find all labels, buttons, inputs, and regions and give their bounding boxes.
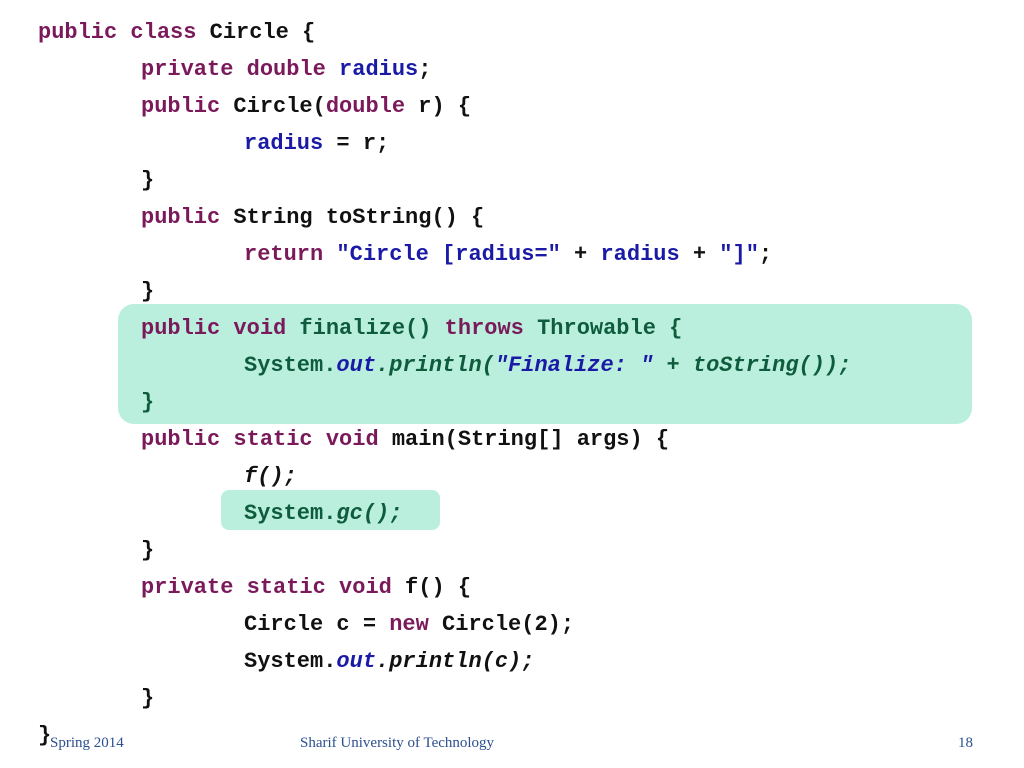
code-token: "Circle [radius=" <box>336 242 561 267</box>
code-token: System. <box>244 353 337 378</box>
code-token: gc(); <box>336 501 403 526</box>
code-token: Circle { <box>196 20 316 45</box>
code-token: void <box>233 316 287 341</box>
code-token: r) { <box>405 94 472 119</box>
code-token <box>233 575 246 600</box>
code-token: "Finalize: " <box>494 353 654 378</box>
code-token: void <box>325 427 379 452</box>
code-token <box>326 57 339 82</box>
code-token: + <box>560 242 601 267</box>
code-line: public void finalize() throws Throwable … <box>141 310 682 347</box>
code-token <box>233 57 246 82</box>
code-token: static <box>246 575 326 600</box>
code-token: Throwable { <box>523 316 683 341</box>
code-token: ; <box>418 57 432 82</box>
finalize-highlight <box>118 304 972 424</box>
code-line: } <box>141 532 154 569</box>
code-line: public String toString() { <box>141 199 484 236</box>
footer-organization: Sharif University of Technology <box>300 735 495 751</box>
code-token: } <box>38 723 52 748</box>
code-token: return <box>244 242 324 267</box>
code-line: return "Circle [radius=" + radius + "]"; <box>244 236 772 273</box>
footer-page-number: 18 <box>958 735 973 751</box>
code-line: public class Circle { <box>38 14 315 51</box>
code-line: radius = r; <box>244 125 389 162</box>
code-token: public <box>38 20 118 45</box>
code-token: public <box>141 94 221 119</box>
code-line: } <box>141 384 154 421</box>
code-token: .println(c); <box>376 649 535 674</box>
code-line: private double radius; <box>141 51 431 88</box>
code-line: public static void main(String[] args) { <box>141 421 669 458</box>
code-token <box>313 427 326 452</box>
code-token: private <box>141 57 234 82</box>
code-token <box>220 316 233 341</box>
code-token: .println( <box>376 353 495 378</box>
code-token: f(); <box>244 464 297 489</box>
code-line: } <box>141 680 154 717</box>
code-block: public class Circle {private double radi… <box>38 14 851 748</box>
code-token: public <box>141 316 221 341</box>
code-token: + toString()); <box>653 353 852 378</box>
code-token: new <box>389 612 429 637</box>
gc-highlight <box>221 490 440 530</box>
code-token: throws <box>444 316 524 341</box>
code-token: radius <box>600 242 680 267</box>
code-token: = r; <box>323 131 390 156</box>
code-token <box>323 242 336 267</box>
code-token: out <box>336 353 377 378</box>
code-token: } <box>141 686 155 711</box>
code-line: private static void f() { <box>141 569 471 606</box>
code-token: main(String[] args) { <box>378 427 670 452</box>
code-line: } <box>38 717 51 754</box>
code-token: private <box>141 575 234 600</box>
code-token: } <box>141 538 155 563</box>
code-line: Circle c = new Circle(2); <box>244 606 574 643</box>
code-line: public Circle(double r) { <box>141 88 471 125</box>
code-line: System.out.println("Finalize: " + toStri… <box>244 347 851 384</box>
code-token: double <box>325 94 406 119</box>
code-token: public <box>141 427 221 452</box>
code-token: static <box>233 427 313 452</box>
code-token: double <box>246 57 326 82</box>
code-token <box>326 575 339 600</box>
code-token <box>117 20 130 45</box>
code-token: void <box>339 575 392 600</box>
code-token: + <box>679 242 720 267</box>
code-line: System.gc(); <box>244 495 402 532</box>
code-token: } <box>141 168 155 193</box>
code-token: finalize() <box>286 316 445 341</box>
footer-date: Spring 2014 <box>50 735 124 751</box>
code-token: String toString() { <box>220 205 485 230</box>
code-token <box>220 427 233 452</box>
code-token: Circle c = <box>244 612 390 637</box>
code-token: System. <box>244 501 337 526</box>
code-line: } <box>141 162 154 199</box>
code-token: Circle( <box>220 94 326 119</box>
code-token: "]" <box>719 242 759 267</box>
code-token: } <box>141 279 155 304</box>
code-token: radius <box>339 57 419 82</box>
code-line: } <box>141 273 154 310</box>
code-line: f(); <box>244 458 297 495</box>
code-token: public <box>141 205 221 230</box>
code-token: Circle(2); <box>428 612 575 637</box>
code-token: } <box>141 390 155 415</box>
code-line: System.out.println(c); <box>244 643 534 680</box>
code-token: f() { <box>391 575 472 600</box>
code-token: radius <box>244 131 324 156</box>
code-token: out <box>336 649 377 674</box>
code-token: class <box>130 20 197 45</box>
code-token: ; <box>758 242 773 267</box>
code-token: System. <box>244 649 337 674</box>
